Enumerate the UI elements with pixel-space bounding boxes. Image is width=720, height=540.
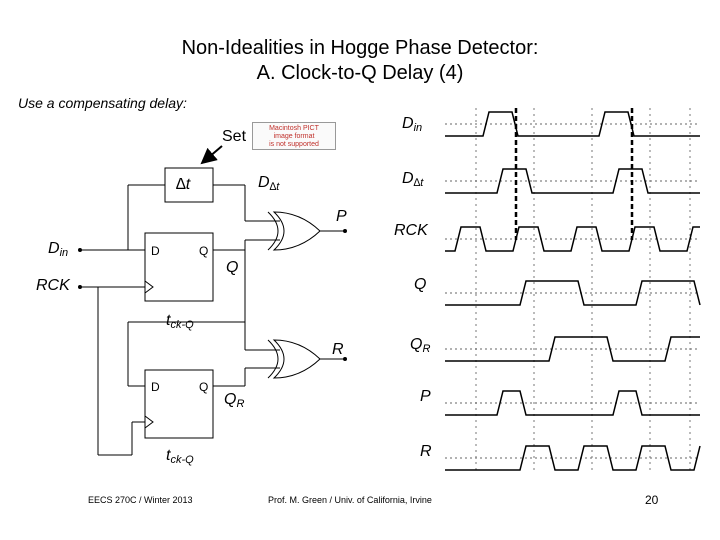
- flip-flop-bottom-clock: [144, 415, 154, 429]
- waveform-din: [445, 111, 700, 137]
- circuit-schematic: [82, 145, 345, 456]
- d-delta-t-label: D∆t: [258, 174, 280, 193]
- rck-label: RCK: [36, 277, 70, 294]
- xor-bottom-body: [272, 339, 321, 379]
- qr-label: QR: [224, 391, 245, 410]
- tckq-top-label: tck-Q: [166, 312, 194, 331]
- footer-course: EECS 270C / Winter 2013: [88, 495, 193, 505]
- xor-top-body: [272, 211, 321, 251]
- xor-bottom-back: [267, 339, 279, 379]
- waveform-r: [445, 445, 701, 471]
- wave-label-q: Q: [414, 276, 427, 293]
- tckq-bottom-label: tck-Q: [166, 447, 194, 466]
- p-label: P: [336, 208, 347, 225]
- wave-label-din: Din: [402, 115, 423, 134]
- circuit-terminals: [78, 229, 347, 361]
- page-number: 20: [645, 493, 659, 507]
- q-label: Q: [226, 259, 239, 276]
- title-line-2: A. Clock-to-Q Delay (4): [256, 62, 464, 84]
- timing-diagram: [445, 108, 701, 471]
- r-label: R: [332, 341, 344, 358]
- title-line-1: Non-Idealities in Hogge Phase Detector:: [181, 37, 539, 59]
- ff-top-q-label: Q: [199, 244, 209, 258]
- wave-label-rck: RCK: [394, 222, 428, 239]
- din-label: Din: [48, 240, 69, 259]
- flip-flop-bottom: [144, 369, 214, 439]
- subtitle: Use a compensating delay:: [18, 95, 187, 111]
- waveform-d-delta-t: [445, 168, 700, 194]
- set-arrow: [200, 145, 223, 165]
- flip-flop-top-clock: [144, 280, 154, 294]
- wave-label-d-delta-t: D∆t: [402, 170, 424, 189]
- ff-bottom-d-label: D: [151, 380, 160, 394]
- wave-label-p: P: [420, 388, 431, 405]
- wave-label-r: R: [420, 443, 432, 460]
- footer-author: Prof. M. Green / Univ. of California, Ir…: [268, 495, 432, 505]
- waveform-rck: [445, 226, 700, 252]
- waveform-q: [445, 280, 701, 306]
- xor-top-back: [267, 211, 279, 251]
- delay-label: ∆t: [176, 176, 191, 193]
- set-label: Set: [222, 128, 247, 145]
- ff-top-d-label: D: [151, 244, 160, 258]
- wave-label-qr: QR: [410, 336, 431, 355]
- flip-flop-top: [144, 232, 214, 302]
- waveform-p: [445, 390, 700, 416]
- unsupported-image-placeholder: Macintosh PICT image format is not suppo…: [252, 122, 336, 150]
- ff-bottom-q-label: Q: [199, 380, 209, 394]
- waveform-qr: [445, 336, 700, 362]
